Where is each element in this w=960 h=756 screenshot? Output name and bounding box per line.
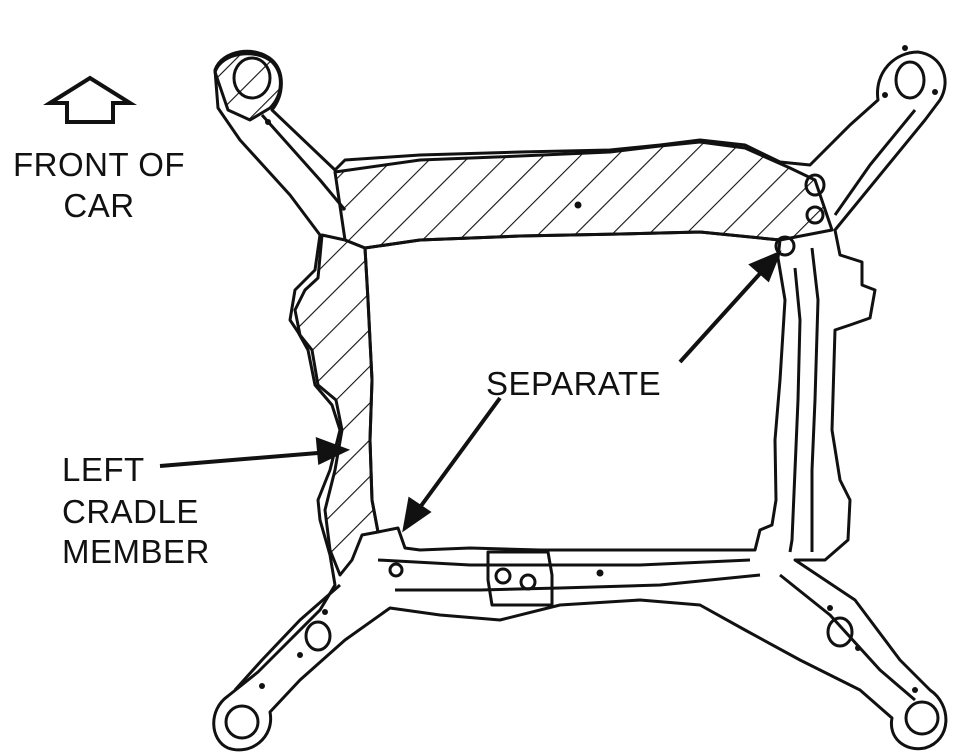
front-of-car-label-line2: CAR [63,187,135,224]
left-cradle-arrowhead-icon [315,437,351,466]
separate-lower-arrowhead-icon [402,496,432,533]
mount-hole-lower-right [904,700,940,736]
mounting-holes [224,56,940,740]
left-cradle-label-line2: CRADLE [62,493,199,530]
left-cradle-label-line1: LEFT [62,451,145,488]
mount-hole-lower-left [224,704,260,740]
leader-arrows [159,250,782,533]
left-cradle-label-line3: MEMBER [62,533,210,570]
front-of-car-label-line1: FRONT OF [12,146,186,183]
separate-label: SEPARATE [486,365,662,402]
hatched-regions [213,52,834,577]
rivet-dots [259,45,938,693]
separate-upper-arrowhead-icon [748,250,782,283]
mount-hole-upper-right [894,60,926,100]
front-direction-arrow-icon [43,75,137,124]
mount-hole-upper-left [232,56,272,100]
